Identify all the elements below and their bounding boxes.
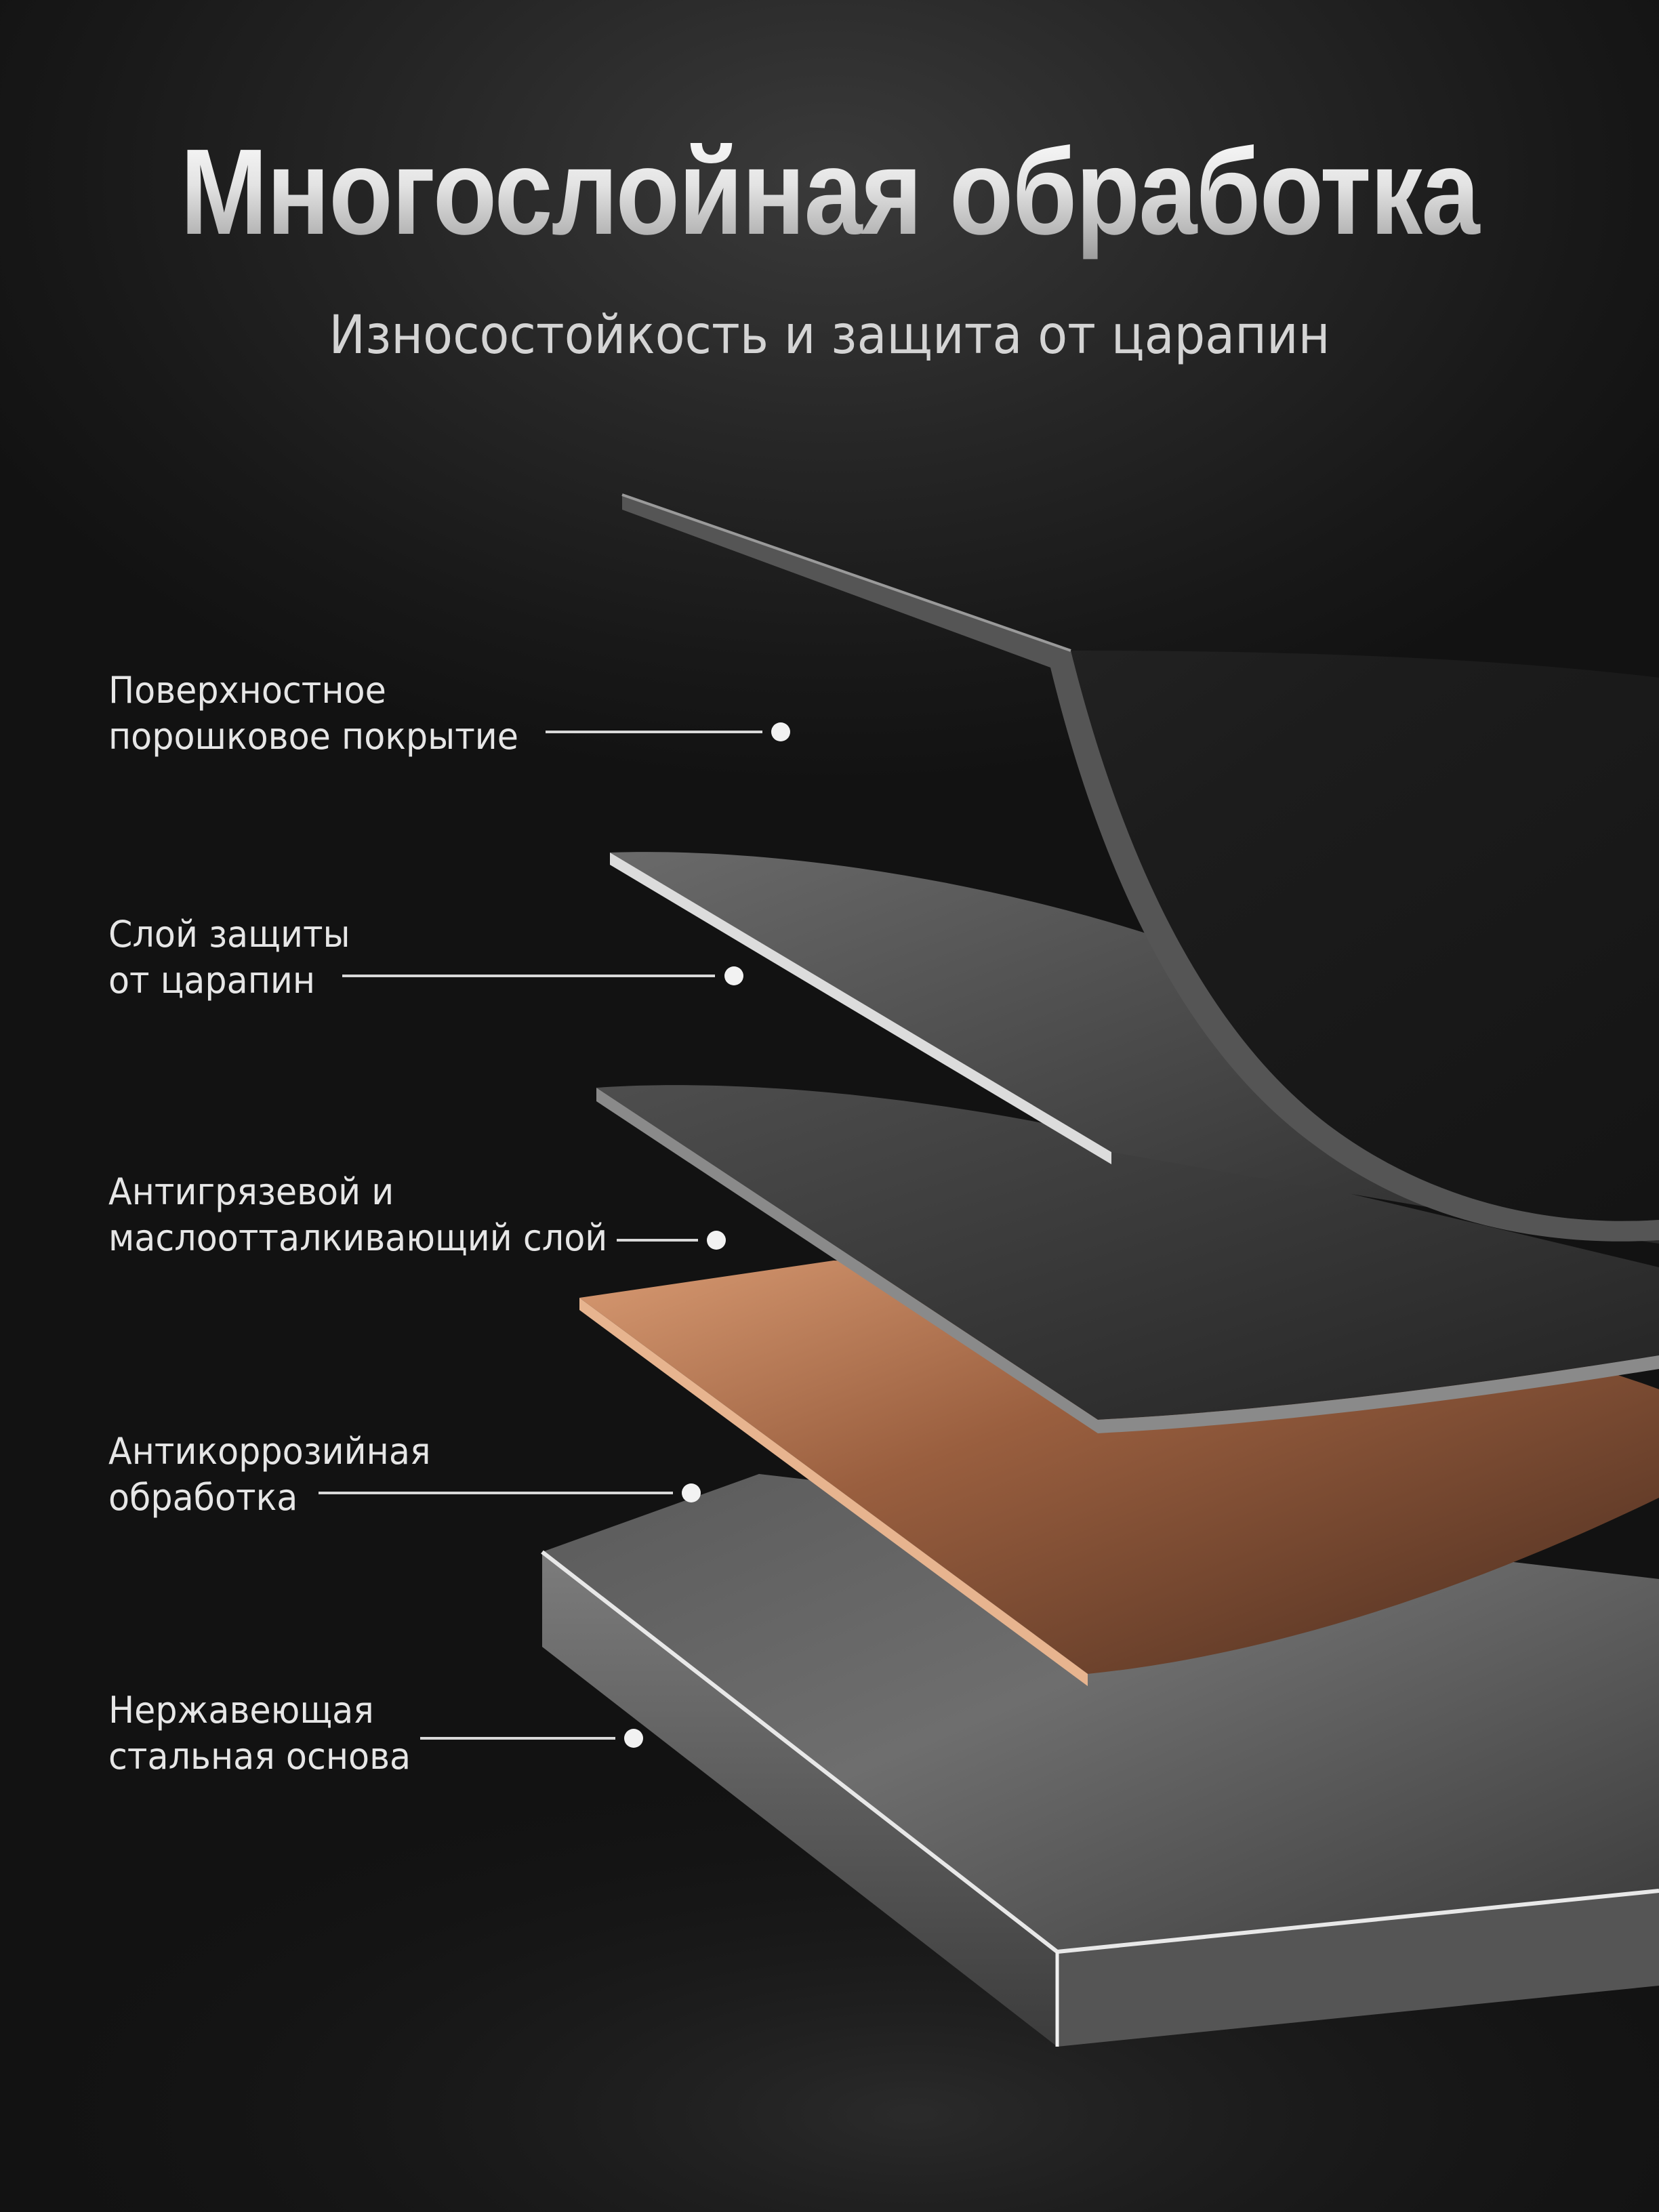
callout-scratch-line2: от царапин bbox=[108, 959, 316, 1002]
callout-anticorrosion: Антикоррозийная обработка bbox=[108, 1429, 430, 1521]
callout-pointer-1 bbox=[546, 722, 790, 741]
callout-anticorrosion-line2: обработка bbox=[108, 1476, 298, 1519]
powder-coat-layer bbox=[621, 493, 1659, 1242]
callout-steel-line1: Нержавеющая bbox=[108, 1689, 374, 1732]
callout-steel-base: Нержавеющая стальная основа bbox=[108, 1687, 411, 1780]
callout-pointer-3 bbox=[617, 1231, 726, 1250]
callout-oil-line1: Антигрязевой и bbox=[108, 1170, 394, 1213]
page-title: Многослойная обработка bbox=[116, 122, 1542, 262]
callout-oil-repellent: Антигрязевой и маслоотталкивающий слой bbox=[108, 1169, 607, 1261]
callout-powder-coat-line1: Поверхностное bbox=[108, 669, 386, 712]
callout-scratch-protection: Слой защиты от царапин bbox=[108, 912, 350, 1004]
callout-powder-coat-line2: порошковое покрытие bbox=[108, 715, 519, 758]
callout-pointer-2 bbox=[342, 966, 743, 985]
callout-steel-line2: стальная основа bbox=[108, 1735, 411, 1778]
callout-powder-coat: Поверхностное порошковое покрытие bbox=[108, 668, 518, 760]
callout-oil-line2: маслоотталкивающий слой bbox=[108, 1216, 608, 1259]
callout-scratch-line1: Слой защиты bbox=[108, 913, 350, 956]
callout-anticorrosion-line1: Антикоррозийная bbox=[108, 1430, 431, 1473]
oil-repellent-layer bbox=[596, 1085, 1659, 1433]
page-subtitle: Износостойкость и защита от царапин bbox=[329, 305, 1330, 366]
callout-pointer-5 bbox=[420, 1729, 643, 1748]
callout-pointer-4 bbox=[319, 1483, 701, 1502]
